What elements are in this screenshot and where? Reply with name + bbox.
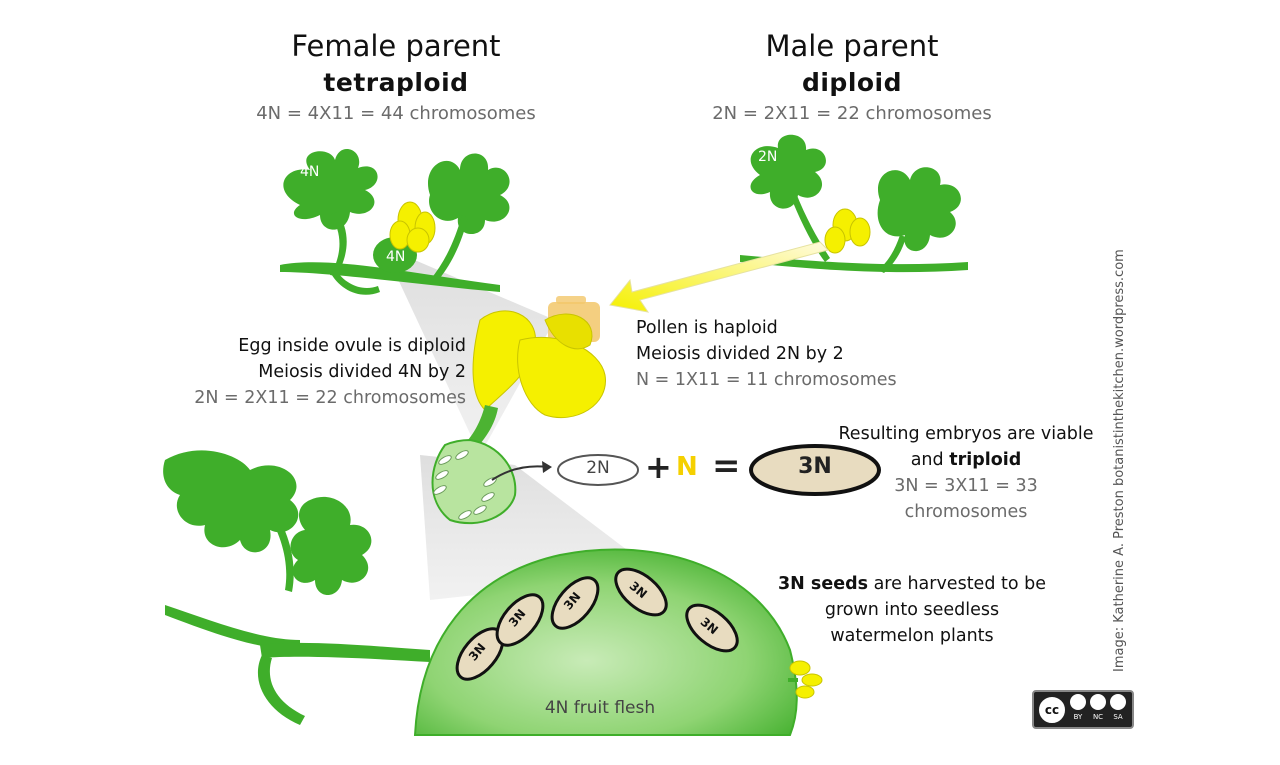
male-plant-label: 2N: [758, 149, 778, 165]
female-flower-label: 4N: [386, 249, 406, 265]
egg-line2: Meiosis divided 4N by 2: [258, 362, 466, 382]
seeds-line1-bold: 3N seeds: [778, 574, 869, 594]
female-plant: [280, 148, 510, 295]
equation-plus: +: [645, 448, 672, 486]
ovule-arrow-head: [542, 461, 552, 473]
bottom-plant: [163, 450, 430, 725]
watermelon-fruit: [413, 548, 798, 736]
pollen-line1: Pollen is haploid: [636, 318, 778, 338]
enlarged-flower: [431, 310, 606, 525]
egg-oval: [557, 454, 639, 486]
sa-icon: [1110, 694, 1126, 710]
male-title: Male parent: [765, 29, 939, 63]
result-line2-pre: and: [910, 450, 950, 470]
female-formula: 4N = 4X11 = 44 chromosomes: [256, 103, 536, 124]
equation-result: 3N: [798, 454, 832, 479]
equation-egg: 2N: [586, 458, 610, 478]
result-line2-bold: triploid: [949, 450, 1022, 470]
nc-icon: [1090, 694, 1106, 710]
pollen-line2: Meiosis divided 2N by 2: [636, 344, 844, 364]
seeds-line3: watermelon plants: [830, 626, 994, 646]
female-flower: [389, 201, 436, 253]
fruit-flower: [789, 660, 823, 699]
male-flower: [824, 208, 871, 254]
seeds-line2: grown into seedless: [824, 600, 1000, 620]
result-line3: 3N = 3X11 = 33: [894, 476, 1038, 496]
seeds-line1-rest: are harvested to be: [868, 574, 1046, 594]
female-ploidy: tetraploid: [323, 68, 469, 97]
egg-line3: 2N = 2X11 = 22 chromosomes: [194, 388, 466, 408]
male-formula: 2N = 2X11 = 22 chromosomes: [712, 103, 992, 124]
cc-license-badge[interactable]: cc BY NC SA: [1032, 690, 1134, 729]
seeds: [455, 567, 739, 681]
equation-equals: =: [712, 446, 741, 486]
result-line4: chromosomes: [904, 502, 1028, 522]
image-credit: Image: Katherine A. Preston botanistinth…: [1112, 249, 1127, 672]
seeds-text: 3N seeds are harvested to be grown into …: [762, 571, 1062, 649]
result-line1: Resulting embryos are viable: [838, 424, 1094, 444]
seeds-line1: 3N seeds are harvested to be: [762, 571, 1062, 597]
fruit-flesh-label: 4N fruit flesh: [544, 698, 656, 718]
by-label: BY: [1073, 713, 1083, 721]
male-ploidy: diploid: [801, 68, 903, 97]
pollen-line3: N = 1X11 = 11 chromosomes: [636, 370, 897, 390]
nc-label: NC: [1092, 713, 1104, 721]
equation-pollen: N: [676, 452, 698, 482]
female-title: Female parent: [291, 29, 501, 63]
result-text: Resulting embryos are viable and triploi…: [828, 421, 1104, 525]
sa-label: SA: [1113, 713, 1123, 721]
cc-icon: cc: [1037, 695, 1067, 725]
pollen-text: Pollen is haploid Meiosis divided 2N by …: [636, 315, 936, 393]
female-plant-label: 4N: [300, 164, 320, 180]
by-icon: [1070, 694, 1086, 710]
zoom-cone-flower: [390, 258, 555, 455]
pollen-arrow: [609, 241, 829, 313]
result-line2: and triploid: [828, 447, 1104, 473]
result-oval: [749, 444, 881, 496]
egg-text: Egg inside ovule is diploid Meiosis divi…: [150, 333, 466, 411]
egg-line1: Egg inside ovule is diploid: [238, 336, 466, 356]
